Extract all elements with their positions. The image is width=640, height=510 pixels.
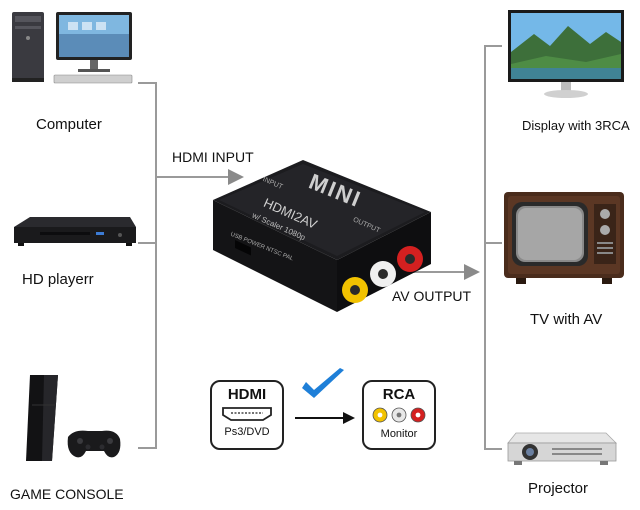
device-label-projector: Projector (528, 480, 589, 497)
right-branch-display (484, 45, 502, 47)
right-branch-projector (484, 448, 502, 450)
checkmark-icon (302, 368, 344, 398)
av-output-line (400, 271, 472, 273)
crt-tv-icon (504, 192, 624, 284)
hdmi-input-arrow-icon (228, 169, 244, 185)
device-label-game-console: GAME CONSOLE (10, 486, 124, 502)
rca-monitor-title: RCA (382, 386, 416, 403)
flow-arrow-icon (295, 412, 355, 424)
desktop-computer-icon (12, 12, 133, 84)
left-branch-console (138, 447, 157, 449)
av-output-arrow-icon (464, 264, 480, 280)
rca-monitor-box: RCA Monitor (362, 380, 436, 450)
device-label-display: Display with 3RCA (522, 118, 630, 133)
right-bus-line (484, 45, 486, 450)
game-console-icon (26, 375, 121, 461)
hdmi2av-converter-box (213, 160, 431, 312)
hdmi-source-box: HDMI Ps3/DVD (210, 380, 284, 450)
monitor-display-icon (508, 10, 624, 98)
projector-icon (507, 432, 617, 465)
right-branch-tv (484, 242, 502, 244)
hdmi-input-header: HDMI INPUT (172, 149, 254, 165)
av-output-header: AV OUTPUT (392, 288, 472, 304)
left-bus-line (155, 82, 157, 448)
hdmi-input-line (157, 176, 237, 178)
hdmi-source-subtitle: Ps3/DVD (224, 426, 270, 438)
rca-monitor-subtitle: Monitor (380, 428, 418, 440)
left-branch-player (138, 242, 157, 244)
hdmi-source-title: HDMI (227, 386, 267, 403)
blu-ray-player-icon (14, 217, 136, 246)
device-label-hd-player: HD playerr (22, 271, 94, 288)
device-label-tv: TV with AV (530, 311, 603, 328)
device-label-computer: Computer (36, 116, 102, 133)
left-branch-computer (138, 82, 157, 84)
rca-plugs-icon (372, 407, 426, 423)
hdmi-connector-icon (222, 407, 272, 421)
